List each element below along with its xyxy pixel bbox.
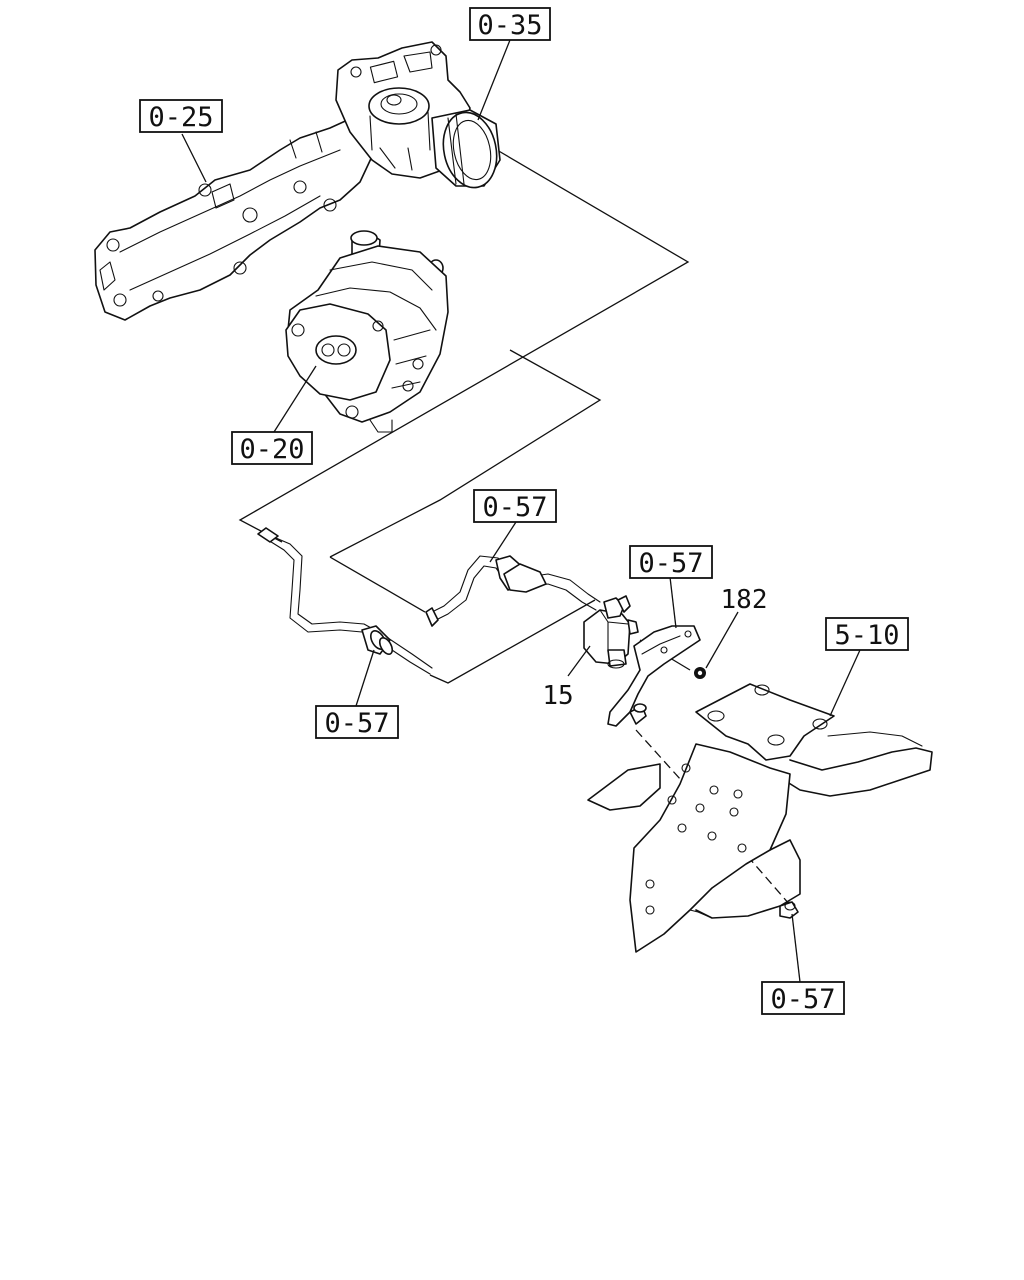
callout-0-57-bracket[interactable]: 0-57 — [629, 545, 713, 579]
callout-5-10-text: 5-10 — [834, 620, 899, 651]
callout-0-57-pipe[interactable]: 0-57 — [315, 705, 399, 739]
vacuum-hose-left — [257, 527, 433, 675]
callout-0-57-hose-text: 0-57 — [482, 492, 547, 523]
callout-0-35[interactable]: 0-35 — [469, 7, 551, 41]
callout-0-57-hose[interactable]: 0-57 — [473, 489, 557, 523]
callout-0-57-clip-text: 0-57 — [770, 984, 835, 1015]
intake-manifold — [94, 111, 376, 321]
nut — [694, 667, 706, 679]
vacuum-hose-center — [425, 555, 601, 627]
callout-0-35-text: 0-35 — [477, 10, 542, 41]
egr-valve — [335, 41, 501, 189]
callout-0-25-text: 0-25 — [148, 102, 213, 133]
vsv-solenoid — [583, 595, 639, 669]
solenoid-bracket — [607, 625, 701, 727]
callout-0-20[interactable]: 0-20 — [231, 431, 313, 465]
callout-0-57-pipe-text: 0-57 — [324, 708, 389, 739]
part-number-15[interactable]: 15 — [542, 681, 573, 711]
callout-0-25[interactable]: 0-25 — [139, 99, 223, 133]
callout-0-57-bracket-text: 0-57 — [638, 548, 703, 579]
vacuum-pump — [285, 230, 449, 433]
dash-panel — [587, 683, 933, 953]
leader-lines — [181, 39, 861, 983]
callout-0-20-text: 0-20 — [239, 434, 304, 465]
part-number-182[interactable]: 182 — [721, 585, 768, 615]
callout-0-57-clip[interactable]: 0-57 — [761, 981, 845, 1015]
callout-5-10[interactable]: 5-10 — [825, 617, 909, 651]
